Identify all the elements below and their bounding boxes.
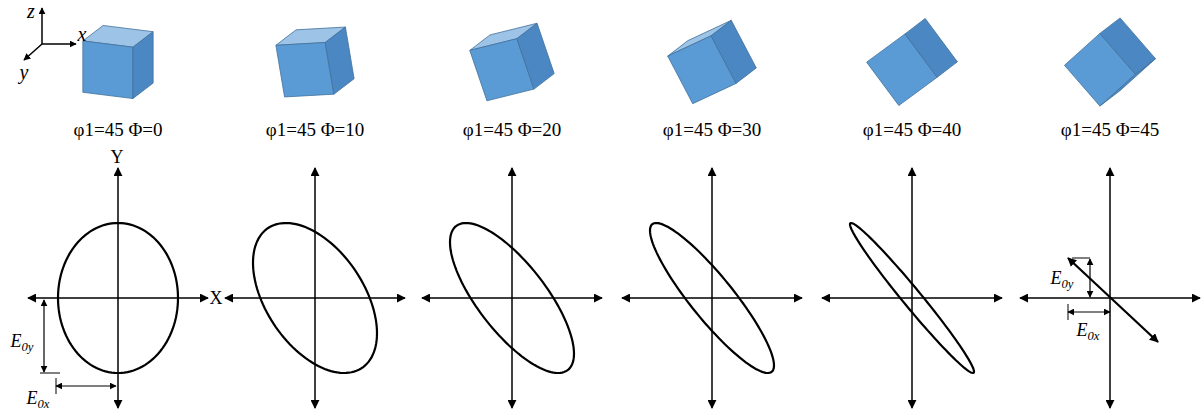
orientation-label: φ1=45 Φ=0: [73, 120, 162, 139]
amplitude-label: E0x: [27, 389, 50, 411]
orientation-label: φ1=45 Φ=45: [1061, 120, 1160, 139]
crystal-cube: [668, 20, 757, 103]
cube-face: [711, 20, 756, 83]
cube-face: [1100, 18, 1156, 74]
dimension-tick: [1072, 258, 1090, 259]
amplitude-dimension: [43, 300, 44, 372]
axis-label: Y: [111, 148, 124, 166]
amplitude-label: E0x: [1077, 321, 1100, 343]
dimension-tick: [1068, 304, 1069, 320]
y-axis-arrow: [24, 44, 42, 60]
cube-face: [83, 41, 133, 99]
vertical-axis: [711, 168, 713, 408]
crystal-cube: [276, 27, 354, 97]
polarization-ellipse: [450, 223, 574, 373]
cube-face: [517, 23, 554, 89]
cube-face: [905, 18, 957, 77]
vertical-axis: [1109, 168, 1111, 408]
amplitude-dimension: [1089, 259, 1090, 297]
orientation-label: φ1=45 Φ=10: [266, 120, 365, 139]
orientation-label: φ1=45 Φ=20: [463, 120, 562, 139]
cube-face: [325, 27, 354, 94]
vertical-axis: [511, 168, 513, 408]
axis-label: x: [78, 24, 87, 44]
amplitude-dimension: [1068, 311, 1110, 312]
dimension-tick: [56, 378, 57, 394]
x-axis-arrow: [42, 43, 76, 45]
polarization-ellipse: [58, 223, 178, 373]
axis-label: X: [210, 289, 223, 307]
amplitude-label: E0y: [11, 332, 34, 354]
polarization-ellipse: [850, 223, 974, 373]
polarization-ellipse: [650, 223, 774, 373]
crystal-cube: [83, 25, 153, 98]
dimension-tick: [40, 373, 60, 374]
vertical-axis: [314, 168, 316, 408]
cube-face: [133, 32, 153, 99]
cube-face: [276, 43, 334, 97]
polarization-ellipse: [253, 223, 377, 373]
axis-label: z: [27, 1, 35, 21]
amplitude-dimension: [56, 385, 116, 386]
orientation-label: φ1=45 Φ=40: [863, 120, 962, 139]
amplitude-label: E0y: [1051, 269, 1074, 291]
vertical-axis: [911, 168, 913, 408]
crystal-cube: [867, 18, 958, 105]
axis-label: y: [20, 62, 29, 82]
orientation-label: φ1=45 Φ=30: [663, 120, 762, 139]
crystal-cube: [470, 23, 554, 101]
z-axis-arrow: [41, 8, 43, 44]
crystal-cube: [1064, 18, 1155, 106]
linear-polarization-arrow: [1068, 258, 1158, 342]
